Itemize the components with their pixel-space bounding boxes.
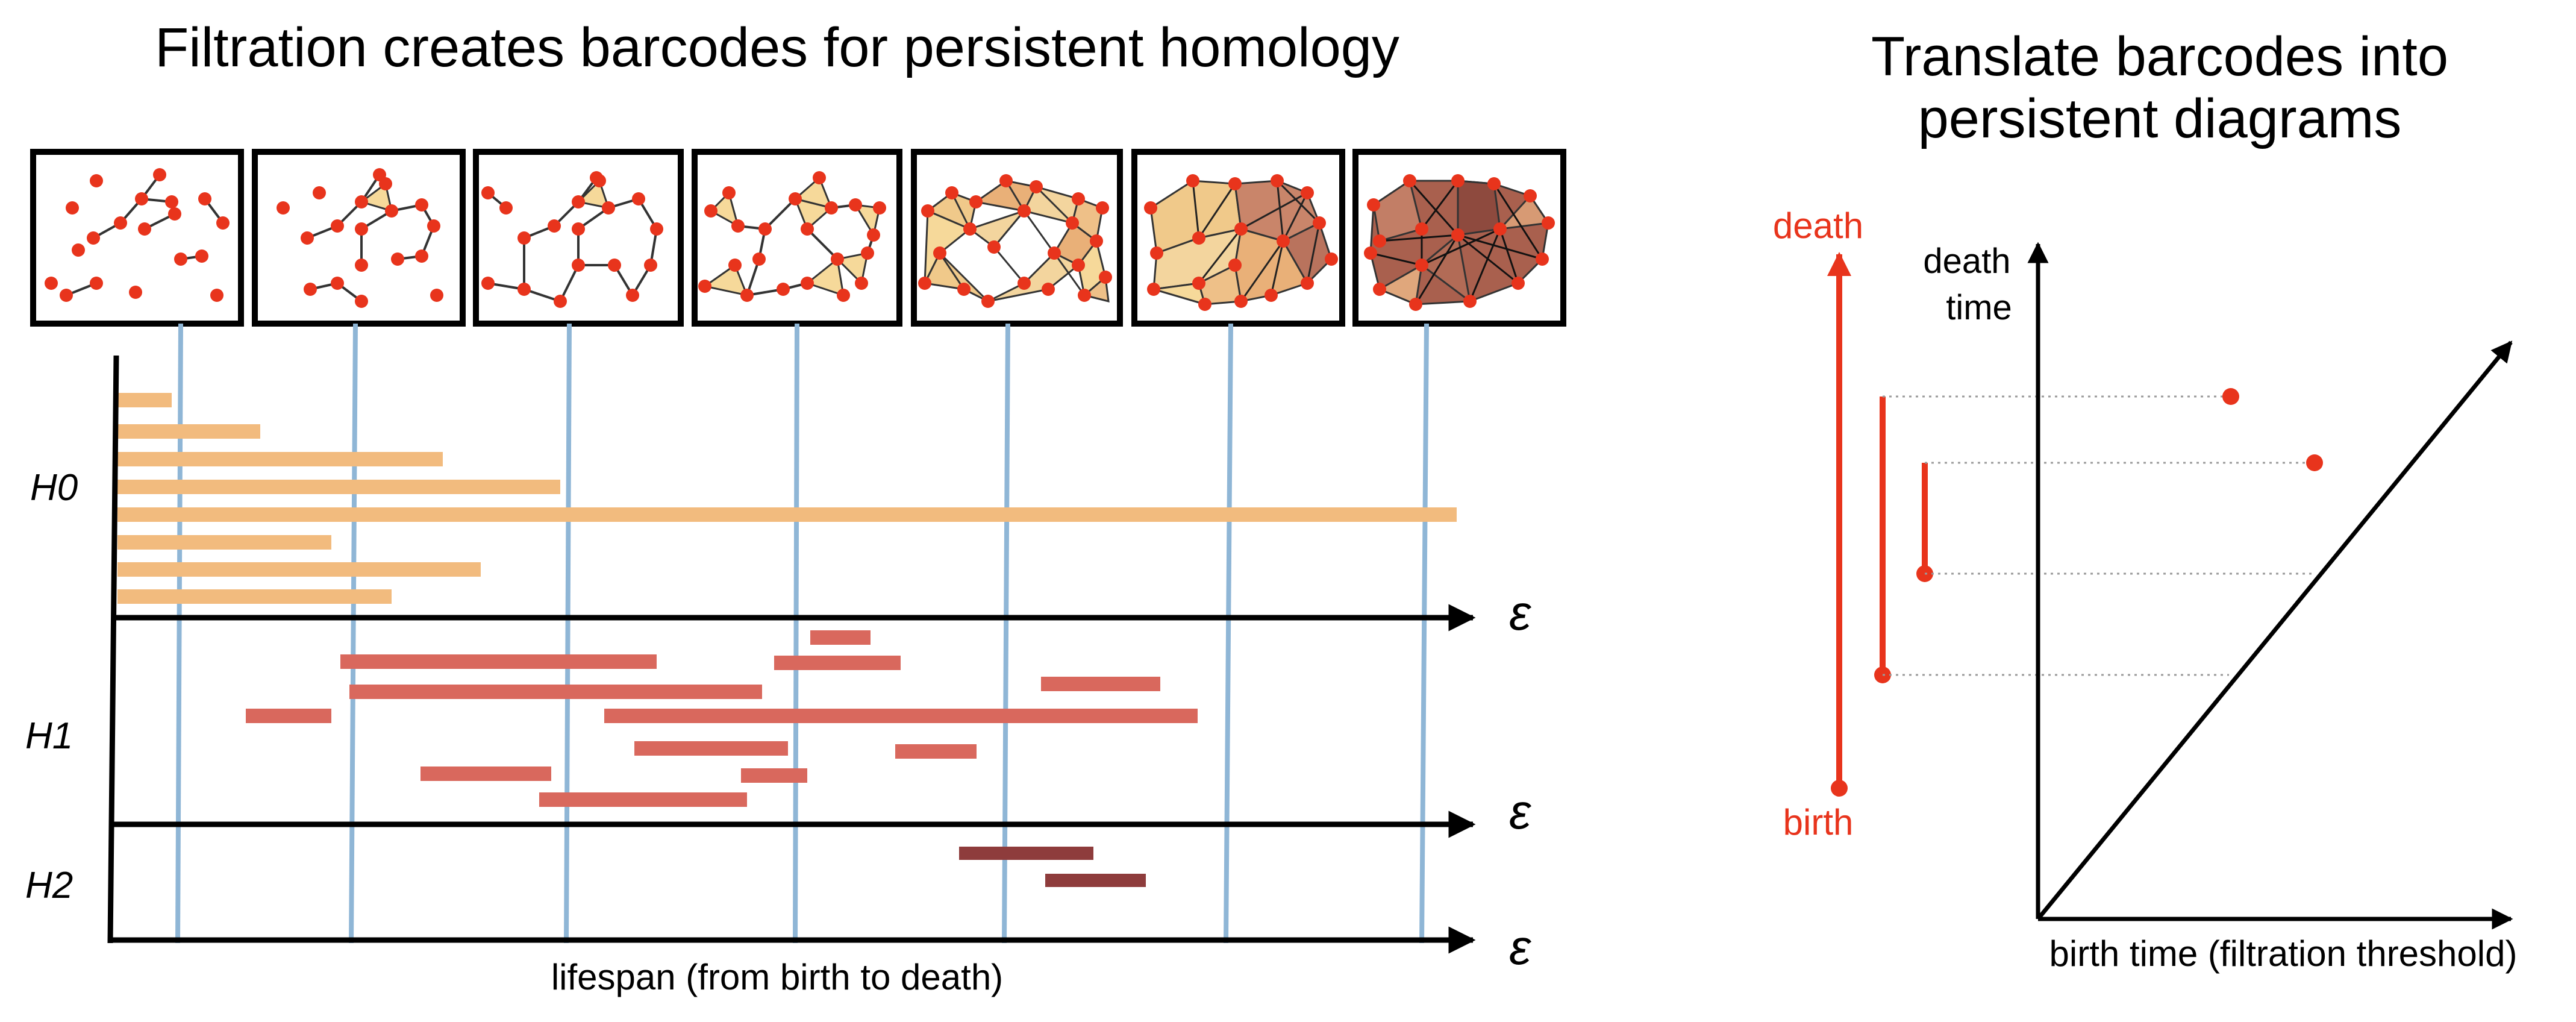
persistence-point [2306, 454, 2323, 471]
h0-bar [117, 452, 443, 466]
h2-bar [1045, 874, 1146, 887]
example-bar-birth-label: birth [1783, 802, 1854, 842]
h0-barcodes [117, 393, 1457, 604]
filtration-stage-row [30, 149, 1566, 327]
h1-bar [349, 685, 762, 699]
epsilon-label-h1: ε [1509, 785, 1531, 839]
h0-bar [117, 589, 392, 604]
persistence-point [2222, 388, 2239, 405]
h1-bar [539, 792, 747, 807]
threshold-line-5 [1002, 323, 1010, 944]
left-panel: Filtration creates barcodes for persiste… [25, 17, 1566, 997]
filtration-stage-7 [1352, 149, 1566, 327]
filtration-stage-6 [1131, 149, 1345, 327]
threshold-line-7 [1419, 323, 1429, 944]
filtration-stage-4 [692, 149, 902, 327]
example-bar: death birth [1773, 205, 1863, 842]
h1-bar [634, 741, 788, 756]
threshold-line-4 [793, 323, 799, 944]
h2-bar [959, 847, 1093, 860]
h1-label: H1 [25, 715, 73, 757]
filtration-stage-5 [911, 149, 1123, 327]
threshold-line-3 [564, 323, 572, 944]
threshold-line-6 [1224, 323, 1233, 944]
h1-bar [604, 709, 1198, 723]
h1-barcodes [246, 630, 1198, 807]
h1-bar [741, 768, 807, 783]
h2-label: H2 [25, 865, 73, 906]
h1-bar [810, 630, 871, 645]
epsilon-label-h0: ε [1509, 586, 1531, 641]
filtration-stage-2 [252, 149, 466, 327]
h0-bar [117, 393, 172, 407]
persistence-diagram-axes [2027, 242, 2513, 930]
diagram-barcodes [1880, 397, 1928, 675]
right-panel-title-line1: Translate barcodes into [1871, 26, 2448, 87]
death-time-label-line1: death [1923, 242, 2010, 281]
example-bar-death-label: death [1773, 205, 1863, 246]
h0-bar [117, 535, 331, 550]
h0-bar [117, 480, 560, 494]
right-panel: Translate barcodes into persistent diagr… [1773, 26, 2518, 974]
h1-bar [420, 766, 551, 781]
h0-bar [117, 424, 260, 439]
epsilon-label-h2: ε [1509, 920, 1531, 975]
diagonal-line [2036, 340, 2513, 921]
h1-bar [246, 709, 331, 723]
h2-barcodes [959, 847, 1146, 887]
filtration-stage-3 [473, 149, 684, 327]
example-bar-birth-dot [1831, 780, 1848, 797]
right-panel-title-line2: persistent diagrams [1918, 88, 2402, 149]
h0-bar [117, 562, 481, 577]
threshold-line-2 [349, 323, 358, 944]
barcode-axes [107, 355, 1476, 954]
filtration-threshold-lines [175, 323, 1429, 944]
left-panel-title: Filtration creates barcodes for persiste… [155, 17, 1399, 78]
death-time-label-line2: time [1946, 288, 2012, 327]
vertical-axis [107, 355, 119, 944]
threshold-line-1 [175, 323, 183, 944]
h1-bar [1041, 677, 1160, 691]
filtration-stage-1 [30, 149, 244, 327]
h1-bar [340, 654, 657, 669]
h0-label: H0 [30, 467, 78, 509]
h1-bar [774, 656, 901, 670]
h1-bar [895, 744, 977, 759]
guide-lines [1883, 395, 2313, 676]
h0-bar [117, 507, 1457, 522]
lifespan-axis-label: lifespan (from birth to death) [551, 957, 1003, 997]
birth-time-axis-label: birth time (filtration threshold) [2049, 933, 2518, 974]
